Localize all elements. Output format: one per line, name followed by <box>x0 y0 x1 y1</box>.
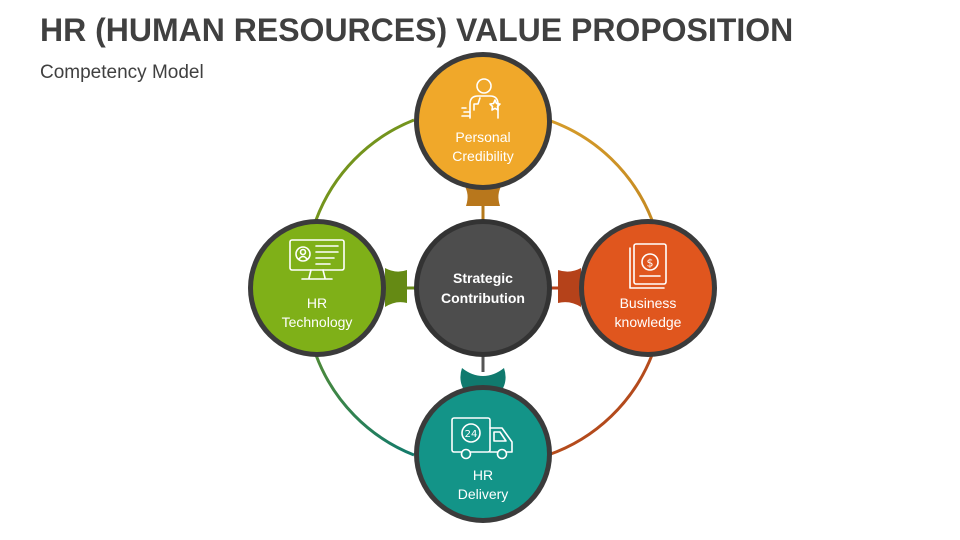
node-strategic-contribution <box>414 219 552 357</box>
ring-arc-bottom-left <box>314 354 415 457</box>
node-bottom-label: HR Delivery <box>418 466 548 504</box>
node-personal-credibility <box>414 52 552 190</box>
node-left-label-line2: Technology <box>281 314 353 330</box>
node-bottom-label-line2: Delivery <box>457 486 509 502</box>
node-top-label: Personal Credibility <box>418 128 548 166</box>
page-subtitle: Competency Model <box>40 62 204 83</box>
svg-text:$: $ <box>647 257 654 270</box>
dollar-book-icon: $ <box>629 243 667 289</box>
node-left-label-line1: HR <box>306 295 328 311</box>
node-bottom-label-line1: HR <box>472 467 494 483</box>
ring-arc-top-left <box>314 118 415 221</box>
center-label: Strategic Contribution <box>418 268 548 308</box>
node-left-label: HR Technology <box>252 294 382 332</box>
node-hr-delivery <box>414 385 552 523</box>
node-top-label-line1: Personal <box>455 129 511 145</box>
node-right-label: Business knowledge <box>583 294 713 332</box>
node-top-label-line2: Credibility <box>452 148 514 164</box>
ring-arc-top-right <box>547 118 654 221</box>
node-right-label-line2: knowledge <box>614 314 682 330</box>
center-label-line2: Contribution <box>441 290 525 306</box>
svg-text:24: 24 <box>465 429 478 440</box>
person-star-icon <box>461 78 501 119</box>
delivery-truck-24-icon: 24 <box>451 417 513 460</box>
computer-profile-icon <box>289 239 345 280</box>
node-hr-technology <box>248 219 386 357</box>
page-title: HR (HUMAN RESOURCES) VALUE PROPOSITION <box>40 12 794 48</box>
connector-left <box>382 268 416 307</box>
center-label-line1: Strategic <box>453 270 513 286</box>
ring-arc-bottom-right <box>547 354 654 457</box>
node-right-label-line1: Business <box>619 295 677 311</box>
